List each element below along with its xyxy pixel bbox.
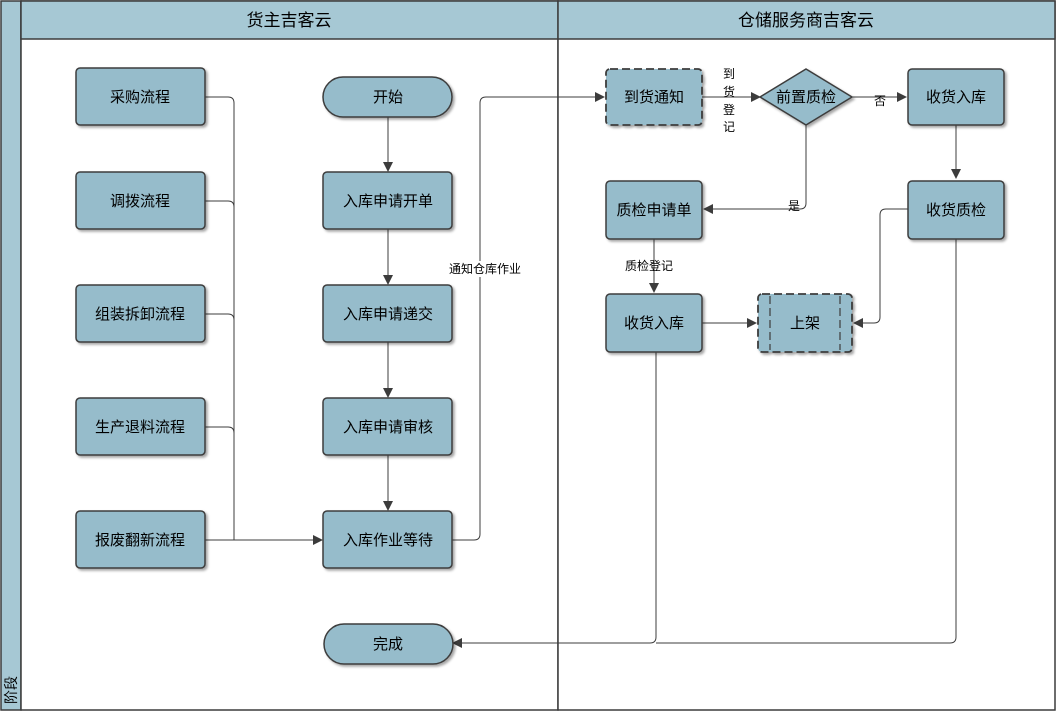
stage-label: 阶段 <box>4 676 20 704</box>
node-precheck-label: 前置质检 <box>776 88 836 106</box>
node-done[interactable]: 完成 <box>323 623 454 665</box>
node-review-label: 入库申请审核 <box>343 418 433 436</box>
label-notify: 通知仓库作业 <box>449 261 521 276</box>
edge-assembly-merge <box>205 313 235 321</box>
nodes-main-chain: 开始 入库申请开单 入库申请递交 入库申请审核 入库作业等待 完成 <box>322 76 454 665</box>
node-receive-right[interactable]: 收货入库 <box>907 68 1005 126</box>
nodes-right-lane: 到货通知 前置质检 收货入库 质检申请单 收货质检 收货入库 上架 <box>605 68 1005 353</box>
node-assembly-label: 组装拆卸流程 <box>95 305 185 323</box>
edge-wait-arrival <box>452 92 605 541</box>
node-arrival-label: 到货通知 <box>624 88 684 106</box>
node-wait[interactable]: 入库作业等待 <box>322 510 453 569</box>
node-done-label: 完成 <box>373 635 403 653</box>
node-receive-left[interactable]: 收货入库 <box>605 293 703 353</box>
node-receive-qc-label: 收货质检 <box>926 201 986 219</box>
label-arrive-c1: 到 <box>723 67 735 81</box>
stage-sidebar <box>0 0 22 711</box>
node-transfer[interactable]: 调拨流程 <box>75 171 206 230</box>
edge-qc-shelve <box>853 208 908 328</box>
nodes-left-sources: 采购流程 调拨流程 组装拆卸流程 生产退料流程 报废翻新流程 <box>75 67 206 569</box>
node-shelve-label: 上架 <box>790 314 820 332</box>
node-purchase-label: 采购流程 <box>110 88 170 106</box>
node-shelve[interactable]: 上架 <box>757 293 853 353</box>
edge-purchase-merge <box>205 96 235 540</box>
edge-precheck-qcapply <box>703 125 807 214</box>
lane-right-title: 仓储服务商吉客云 <box>738 11 874 31</box>
edge-labels: 通知仓库作业 到 货 登 记 否 是 质检登记 <box>443 67 886 277</box>
node-submit[interactable]: 入库申请递交 <box>322 284 453 343</box>
edge-transfer-merge <box>205 200 235 208</box>
node-return[interactable]: 生产退料流程 <box>75 397 206 456</box>
node-scrap-label: 报废翻新流程 <box>95 531 185 549</box>
label-arrive-c2: 货 <box>723 84 735 99</box>
node-scrap[interactable]: 报废翻新流程 <box>75 510 206 569</box>
node-start[interactable]: 开始 <box>322 76 453 118</box>
node-arrival[interactable]: 到货通知 <box>605 68 703 126</box>
label-arrive-c4: 记 <box>723 120 735 134</box>
label-no: 否 <box>874 94 886 108</box>
node-apply-label: 入库申请开单 <box>343 192 433 210</box>
node-qc-apply[interactable]: 质检申请单 <box>605 180 703 240</box>
node-review[interactable]: 入库申请审核 <box>322 397 453 456</box>
node-receive-left-label: 收货入库 <box>624 314 684 332</box>
node-precheck[interactable]: 前置质检 <box>758 68 854 126</box>
node-apply[interactable]: 入库申请开单 <box>322 171 453 230</box>
node-transfer-label: 调拨流程 <box>110 192 170 210</box>
lane-right-header <box>557 0 1056 40</box>
node-wait-label: 入库作业等待 <box>343 531 433 549</box>
node-submit-label: 入库申请递交 <box>343 305 433 323</box>
node-start-label: 开始 <box>373 88 403 106</box>
label-yes: 是 <box>788 199 800 213</box>
edge-return-merge <box>205 426 235 434</box>
node-qc-apply-label: 质检申请单 <box>616 201 691 219</box>
edge-qc-done <box>656 239 957 644</box>
lane-left-title: 货主吉客云 <box>247 11 332 31</box>
edges <box>205 92 961 648</box>
node-receive-qc[interactable]: 收货质检 <box>907 180 1005 240</box>
node-purchase[interactable]: 采购流程 <box>75 67 206 126</box>
edge-receive-done <box>452 352 657 648</box>
node-receive-right-label: 收货入库 <box>926 88 986 106</box>
lane-left-header <box>20 0 559 40</box>
node-return-label: 生产退料流程 <box>95 418 185 436</box>
label-qc-register: 质检登记 <box>625 258 673 273</box>
label-arrive-c3: 登 <box>723 102 735 117</box>
node-assembly[interactable]: 组装拆卸流程 <box>75 284 206 343</box>
